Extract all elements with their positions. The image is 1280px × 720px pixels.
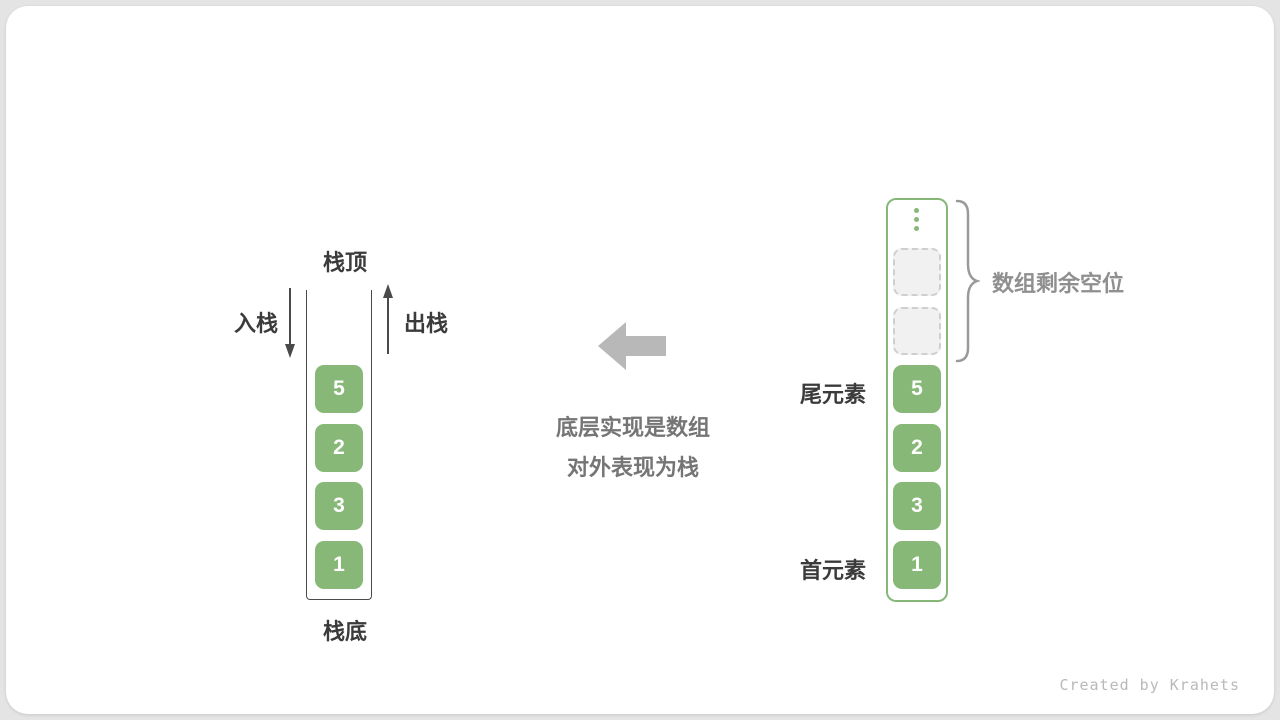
canvas-card: 栈顶 入栈 出栈 5 2 3 1 栈底 底层实现是数组 对外表现为栈 5 2 3… bbox=[6, 6, 1274, 714]
head-element-label: 首元素 bbox=[799, 558, 866, 583]
push-label: 入栈 bbox=[233, 311, 278, 336]
stack-cell: 2 bbox=[315, 424, 363, 472]
pop-arrow-icon bbox=[383, 284, 393, 354]
center-caption-line1: 底层实现是数组 bbox=[555, 415, 710, 440]
tail-element-label: 尾元素 bbox=[799, 382, 866, 407]
stack-bottom-label: 栈底 bbox=[322, 619, 367, 644]
array-cell: 5 bbox=[893, 365, 941, 413]
array-empty-slot bbox=[893, 307, 941, 355]
array-cell: 2 bbox=[893, 424, 941, 472]
credit-text: Created by Krahets bbox=[1059, 676, 1240, 694]
free-slots-label: 数组剩余空位 bbox=[992, 271, 1125, 296]
left-block-arrow-icon bbox=[598, 322, 666, 370]
array-cell: 1 bbox=[893, 541, 941, 589]
array-empty-slot bbox=[893, 248, 941, 296]
stack-cell: 3 bbox=[315, 482, 363, 530]
push-arrow-icon bbox=[285, 288, 295, 358]
ellipsis-icon bbox=[914, 208, 919, 231]
brace-icon bbox=[955, 199, 980, 363]
center-caption-line2: 对外表现为栈 bbox=[566, 455, 699, 480]
stack-top-label: 栈顶 bbox=[322, 250, 367, 275]
stack-cell: 1 bbox=[315, 541, 363, 589]
center-caption: 底层实现是数组 对外表现为栈 bbox=[498, 408, 768, 488]
stack-cell: 5 bbox=[315, 365, 363, 413]
array-cell: 3 bbox=[893, 482, 941, 530]
pop-label: 出栈 bbox=[404, 311, 449, 336]
